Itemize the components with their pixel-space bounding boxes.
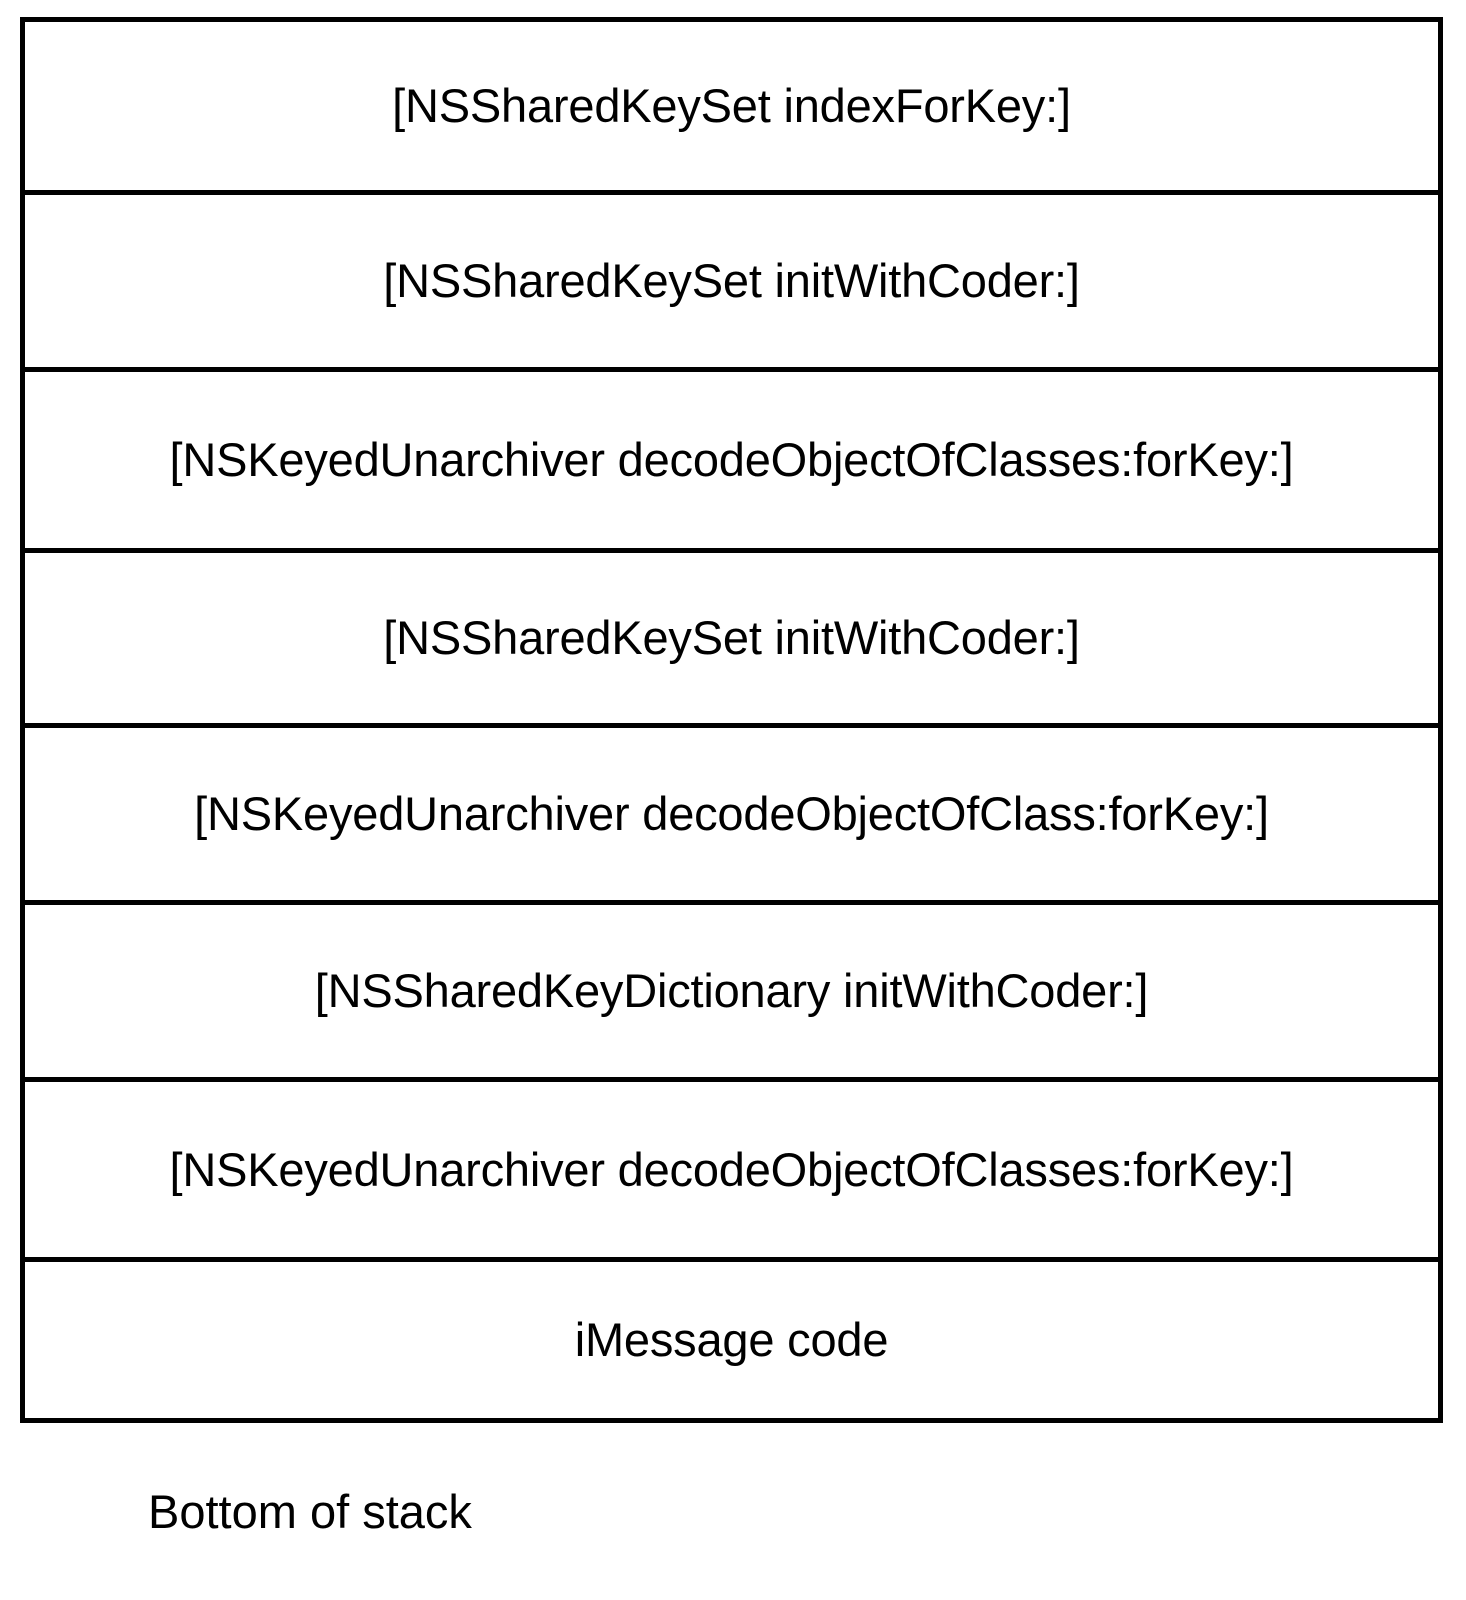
stack-frame-1: [NSSharedKeySet initWithCoder:] [25,195,1438,372]
stack-frame-label: [NSKeyedUnarchiver decodeObjectOfClasses… [169,1142,1294,1196]
stack-frame-label: [NSKeyedUnarchiver decodeObjectOfClasses… [169,433,1294,487]
stack-frame-0: [NSSharedKeySet indexForKey:] [25,22,1438,195]
stack-frame-5: [NSSharedKeyDictionary initWithCoder:] [25,905,1438,1082]
stack-frame-4: [NSKeyedUnarchiver decodeObjectOfClass:f… [25,728,1438,905]
stack-frame-label: [NSKeyedUnarchiver decodeObjectOfClass:f… [194,787,1269,841]
stack-frame-label: [NSSharedKeyDictionary initWithCoder:] [314,964,1149,1018]
stack-frame-label: iMessage code [574,1313,889,1367]
stack-frame-label: [NSSharedKeySet initWithCoder:] [383,254,1080,308]
stack-frame-6: [NSKeyedUnarchiver decodeObjectOfClasses… [25,1082,1438,1262]
stack-frame-label: [NSSharedKeySet initWithCoder:] [383,611,1080,665]
stack-frame-label: [NSSharedKeySet indexForKey:] [392,79,1071,133]
call-stack-table: [NSSharedKeySet indexForKey:] [NSSharedK… [20,17,1443,1423]
stack-frame-3: [NSSharedKeySet initWithCoder:] [25,553,1438,728]
stack-frame-2: [NSKeyedUnarchiver decodeObjectOfClasses… [25,372,1438,553]
bottom-of-stack-caption: Bottom of stack [148,1485,472,1538]
stack-frame-7: iMessage code [25,1262,1438,1418]
